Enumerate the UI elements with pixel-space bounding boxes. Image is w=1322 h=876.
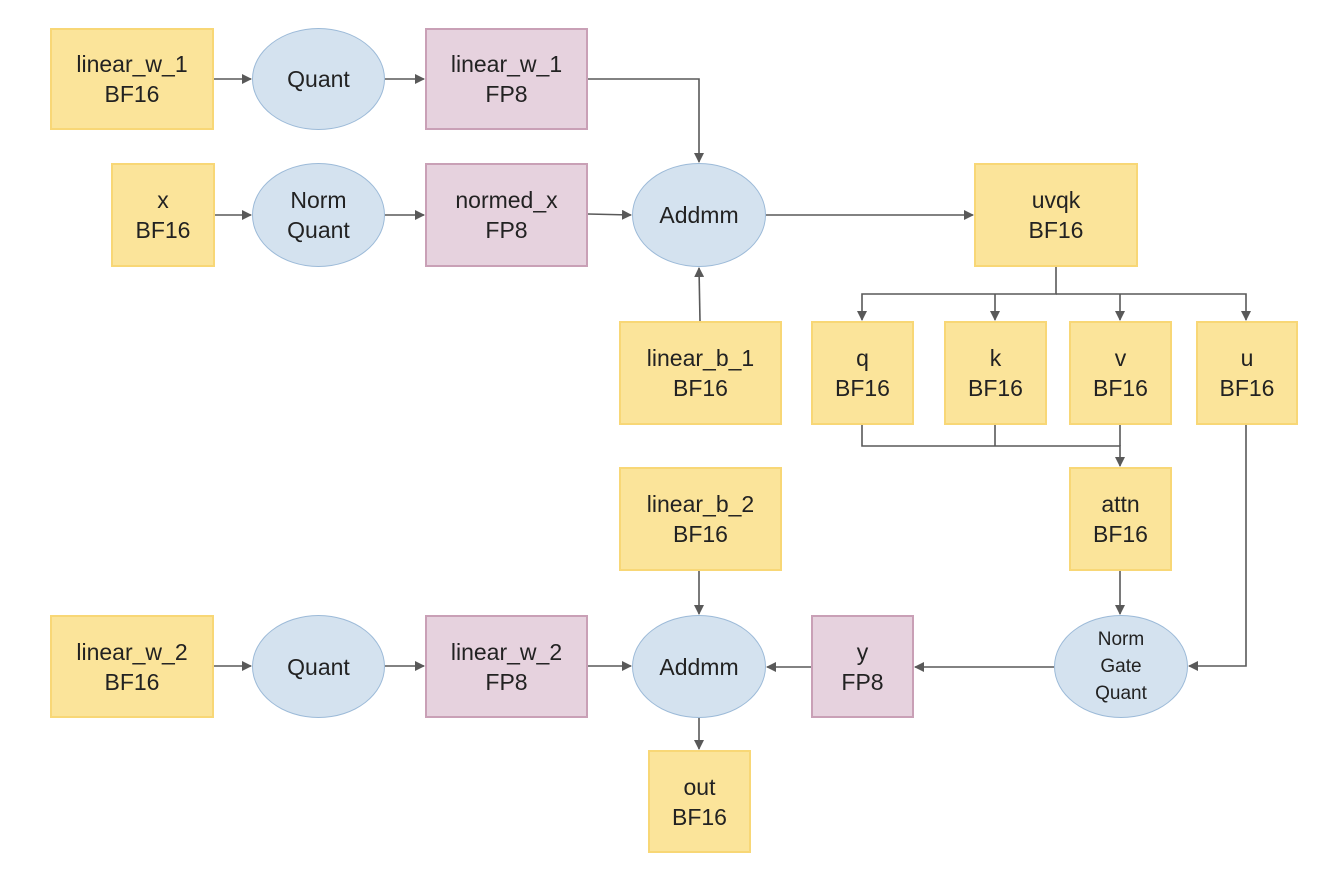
node-label-line: Addmm <box>659 653 739 680</box>
node-label-line: BF16 <box>104 81 160 107</box>
node-addmm-1: Addmm <box>632 163 766 267</box>
edge-u-to-norm-gate-quant <box>1188 425 1247 671</box>
node-label-line: linear_w_1 <box>76 51 188 77</box>
node-label-line: BF16 <box>1219 375 1275 401</box>
edge-q-to-attn <box>861 425 1125 467</box>
node-addmm-2: Addmm <box>632 615 766 718</box>
node-label-line: u <box>1240 345 1254 371</box>
node-label-line: FP8 <box>485 668 528 695</box>
node-label-line: v <box>1114 345 1127 371</box>
node-label-line: FP8 <box>841 668 884 695</box>
node-label-line: BF16 <box>673 375 728 401</box>
node-label-line: Norm <box>290 187 347 213</box>
edge-normed-x-to-addmm-1 <box>587 209 632 220</box>
node-label-line: Quant <box>287 217 350 243</box>
node-quant-1: Quant <box>252 28 385 130</box>
node-label-line: Norm <box>1097 629 1145 650</box>
edge-uvqk-to-q <box>857 267 1057 321</box>
node-label-line: q <box>856 345 869 371</box>
node-label-line: linear_b_1 <box>646 345 755 371</box>
node-label-line: y <box>856 638 869 665</box>
node-label-line: BF16 <box>135 217 191 243</box>
node-label-line: Quant <box>1095 683 1147 704</box>
node-label-line: BF16 <box>835 375 890 401</box>
edge-linear-b-1-to-addmm-1 <box>694 267 705 322</box>
node-label-line: linear_w_2 <box>76 638 188 665</box>
node-label-line: BF16 <box>1093 375 1148 401</box>
edge-uvqk-to-u <box>1056 293 1251 321</box>
node-label-line: attn <box>1101 491 1140 517</box>
node-label-line: x <box>157 187 169 213</box>
node-label-line: BF16 <box>104 668 160 695</box>
node-label-line: Quant <box>287 66 350 92</box>
node-label-line: BF16 <box>672 803 727 830</box>
node-label-line: BF16 <box>1093 521 1148 547</box>
node-label-line: uvqk <box>1031 187 1081 213</box>
node-label-line: BF16 <box>673 521 728 547</box>
node-label-line: out <box>683 773 716 800</box>
node-label-line: normed_x <box>455 187 558 213</box>
node-label-line: FP8 <box>485 81 528 107</box>
node-label-line: FP8 <box>485 217 528 243</box>
node-quant-2: Quant <box>252 615 385 718</box>
node-label-line: Quant <box>287 653 350 680</box>
node-label-line: Gate <box>1100 656 1142 677</box>
node-label-line: Addmm <box>659 202 739 228</box>
node-label-line: linear_b_2 <box>646 491 755 517</box>
node-label-line: linear_w_2 <box>450 638 563 665</box>
node-label-line: k <box>989 345 1002 371</box>
node-label-line: BF16 <box>968 375 1023 401</box>
node-label-line: linear_w_1 <box>450 51 563 77</box>
node-label-line: BF16 <box>1028 217 1084 243</box>
edge-linear-w-1-fp8-to-addmm-1 <box>588 78 704 163</box>
